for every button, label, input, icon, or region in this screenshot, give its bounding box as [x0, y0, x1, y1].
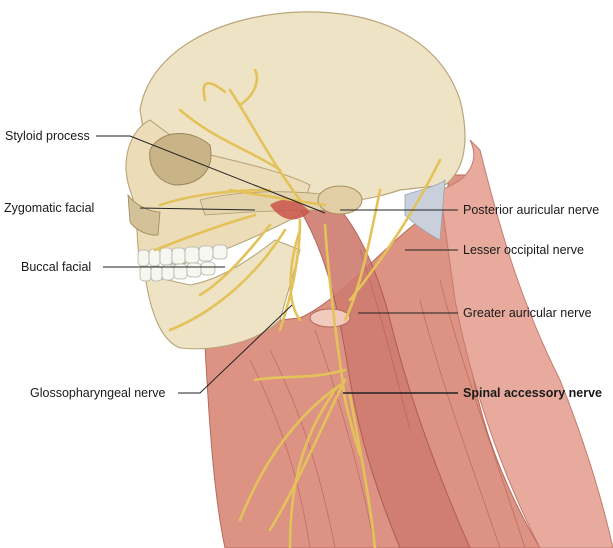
cut-muscle-end: [309, 308, 351, 328]
label-glossopharyngeal-nerve: Glossopharyngeal nerve: [30, 386, 166, 400]
label-spinal-accessory-nerve: Spinal accessory nerve: [463, 386, 602, 400]
label-greater-auricular-nerve: Greater auricular nerve: [463, 306, 592, 320]
sternocleidomastoid-muscle: [299, 199, 471, 548]
nerve-branches: [153, 68, 442, 548]
label-zygomatic-facial: Zygomatic facial: [4, 201, 95, 215]
muscle-striations: [249, 249, 526, 548]
label-buccal-facial: Buccal facial: [21, 260, 92, 274]
label-styloid-process: Styloid process: [5, 129, 90, 143]
leader-zygomatic: [139, 207, 256, 211]
leader-lines: [96, 135, 458, 394]
label-posterior-auricular-nerve: Posterior auricular nerve: [463, 203, 600, 217]
leader-styloid: [96, 135, 326, 214]
label-lesser-occipital-nerve: Lesser occipital nerve: [463, 243, 584, 257]
orbit: [149, 133, 212, 186]
posterior-neck-contour: [439, 139, 613, 548]
teeth: [137, 244, 228, 282]
vessel: [270, 199, 310, 220]
mastoid-process: [317, 185, 363, 215]
nasal-cavity: [127, 193, 161, 236]
leader-glossopharyngeal: [178, 304, 293, 394]
